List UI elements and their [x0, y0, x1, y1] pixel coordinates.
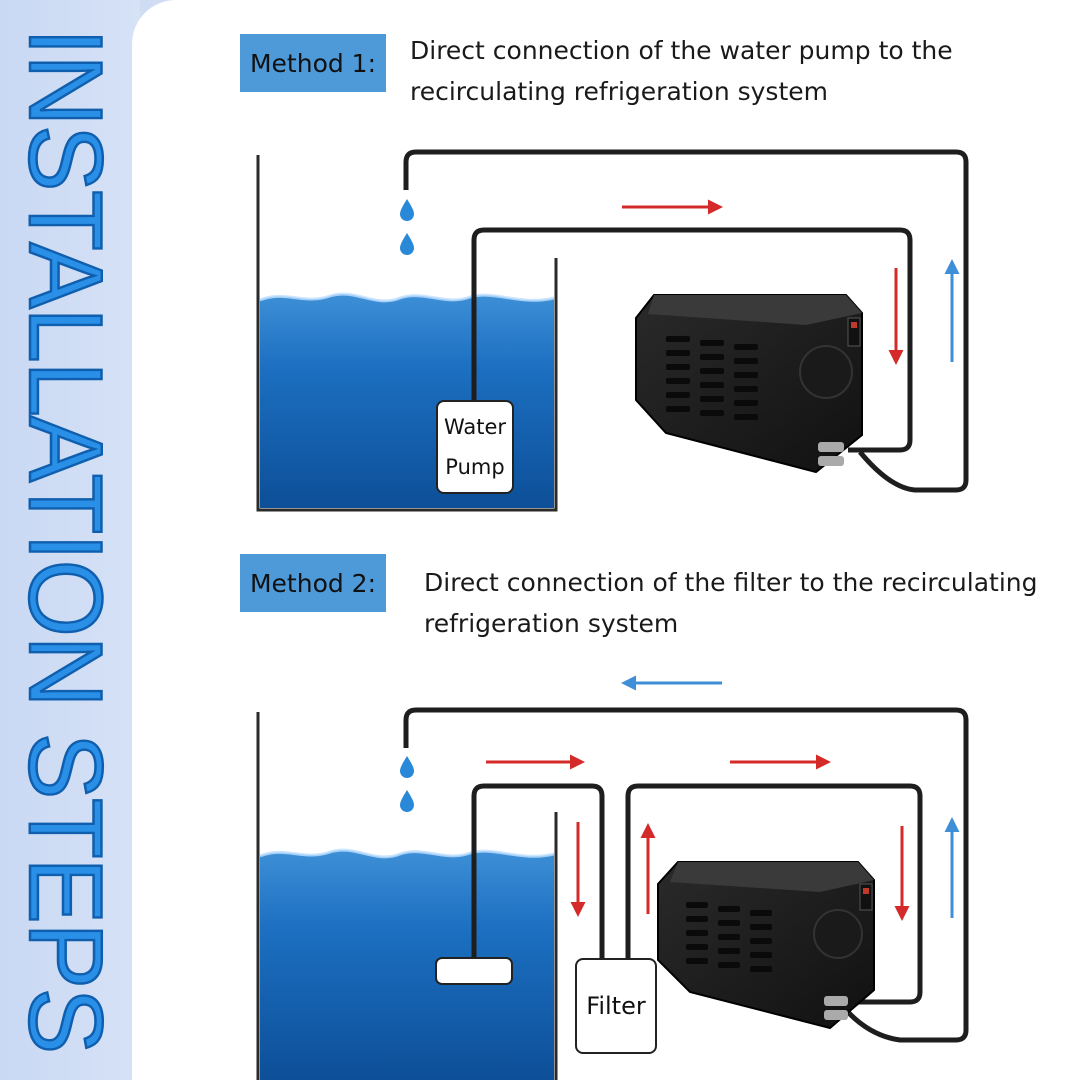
method2-label: Method 2: — [240, 554, 386, 612]
water-drop-icon — [400, 756, 414, 778]
side-strip — [0, 0, 140, 1080]
method2-diagram — [256, 675, 969, 1080]
filter-box: Filter — [575, 958, 657, 1054]
pump-to-filter-pipe — [471, 783, 605, 960]
return-pipe-1 — [403, 149, 969, 493]
supply-pipe-1 — [471, 227, 913, 453]
filter-to-chiller-pipe — [625, 783, 923, 1005]
method1-label: Method 1: — [240, 34, 386, 92]
return-pipe-2 — [403, 707, 969, 1043]
water-pump-label-line1: Water — [443, 415, 507, 439]
water-pump-box: Water Pump — [436, 400, 514, 494]
side-title-text: INSTALLATION STEPS — [12, 28, 122, 1053]
water-drop-icon — [400, 199, 414, 221]
water-drop-icon — [400, 233, 414, 255]
method1-desc-line1: Direct connection of the water pump to t… — [410, 36, 953, 65]
method1-label-text: Method 1: — [249, 48, 377, 78]
water-2 — [260, 850, 554, 1080]
chiller-unit-2 — [657, 861, 875, 1030]
chiller-unit-1 — [635, 294, 863, 474]
side-title: INSTALLATION STEPS — [12, 28, 122, 1058]
water-pump-label-line2: Pump — [445, 455, 505, 479]
method1-diagram — [256, 149, 969, 512]
method1-description: Direct connection of the water pump to t… — [410, 30, 1050, 112]
method1-desc-line2: recirculating refrigeration system — [410, 77, 828, 106]
method2-description: Direct connection of the filter to the r… — [424, 562, 1064, 644]
filter-label: Filter — [586, 992, 646, 1020]
water-surface-2 — [259, 848, 555, 859]
method2-desc-line2: refrigeration system — [424, 609, 679, 638]
tank-2 — [256, 712, 558, 1080]
submerged-pump — [435, 957, 513, 985]
water-drop-icon — [400, 790, 414, 812]
water-surface-1 — [259, 292, 555, 303]
method2-label-text: Method 2: — [249, 568, 377, 598]
tank-1 — [256, 155, 558, 512]
method2-desc-line1: Direct connection of the filter to the r… — [424, 568, 1038, 597]
